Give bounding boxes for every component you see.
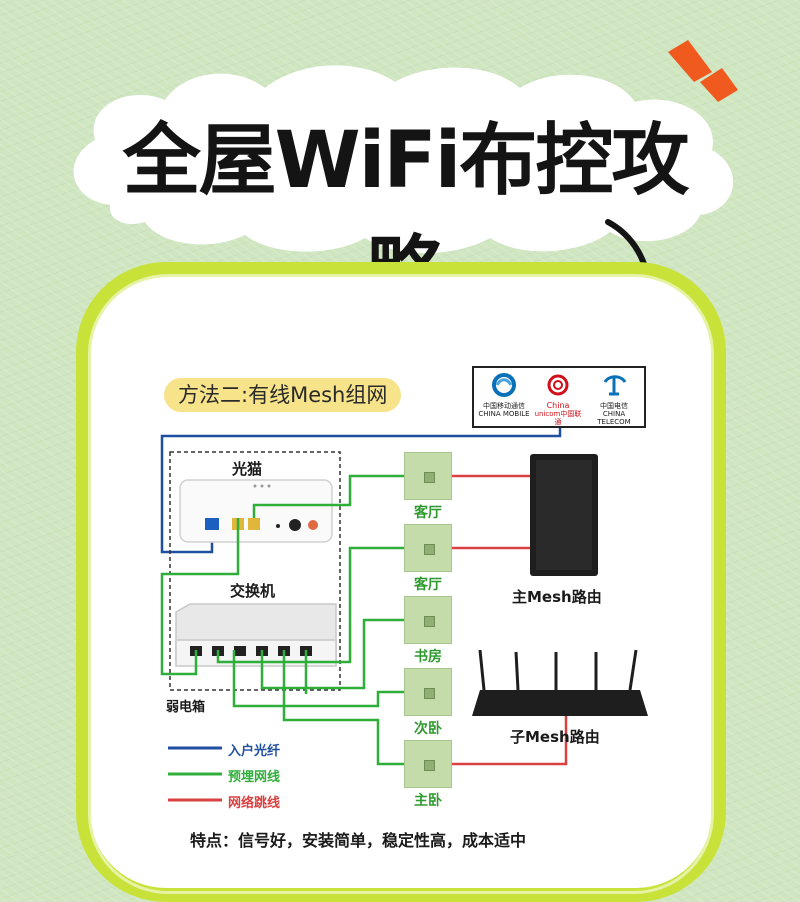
china-mobile-icon: [492, 373, 516, 397]
ethernet-port-icon: [424, 544, 435, 555]
cabinet-label: 弱电箱: [166, 700, 206, 715]
cable-modem-livingroom1: [252, 474, 404, 518]
china-mobile-en: CHINA MOBILE: [478, 410, 530, 418]
china-telecom-logo: 中国电信 CHINA TELECOM: [588, 372, 640, 426]
room-label-bedroom2: 次卧: [414, 721, 442, 737]
accent-mark-2: [700, 68, 738, 102]
legend-label-cable: 预埋网线: [228, 770, 281, 785]
switch-device: [175, 603, 337, 667]
cable-switch-master: [282, 650, 404, 766]
china-mobile-cn: 中国移动通信: [483, 402, 525, 410]
isp-logos: 中国移动通信 CHINA MOBILE China unicom中国联通 中国电…: [472, 366, 646, 428]
patch-cables: [452, 474, 568, 766]
china-unicom-icon: [547, 374, 569, 396]
wall-panel-livingroom-2: [404, 524, 452, 572]
room-label-master: 主卧: [414, 793, 442, 809]
main-mesh-router: [530, 454, 598, 576]
ethernet-port-icon: [424, 616, 435, 627]
cable-modem-switch: [160, 518, 240, 676]
accent-mark-1: [668, 40, 712, 82]
sub-mesh-router: [472, 649, 648, 716]
china-telecom-icon: [603, 375, 627, 396]
patch-master-sub: [452, 714, 568, 766]
wall-panel-bedroom2: [404, 668, 452, 716]
cable-switch-bedroom2: [232, 650, 404, 708]
china-telecom-en: CHINA TELECOM: [597, 410, 631, 426]
room-label-livingroom-2: 客厅: [414, 577, 442, 593]
wall-panel-livingroom-1: [404, 452, 452, 500]
ethernet-port-icon: [424, 760, 435, 771]
china-mobile-logo: 中国移动通信 CHINA MOBILE: [478, 372, 530, 426]
main-router-label: 主Mesh路由: [512, 588, 602, 606]
china-telecom-cn: 中国电信: [600, 402, 628, 410]
feature-summary: 特点：信号好，安装简单，稳定性高，成本适中: [190, 831, 527, 850]
preinstalled-cables: [160, 474, 404, 766]
wall-panel-study: [404, 596, 452, 644]
switch-label: 交换机: [230, 582, 276, 600]
room-label-livingroom-1: 客厅: [414, 505, 442, 521]
method-label: 方法二:有线Mesh组网: [164, 378, 402, 412]
room-label-study: 书房: [414, 649, 442, 665]
wall-panel-master: [404, 740, 452, 788]
cable-switch-livingroom2: [216, 546, 404, 664]
modem-label: 光猫: [232, 460, 263, 478]
fiber-line: [160, 428, 562, 554]
ethernet-port-icon: [424, 688, 435, 699]
cable-switch-study: [260, 618, 404, 690]
sub-router-label: 子Mesh路由: [510, 728, 600, 746]
legend-label-patch: 网络跳线: [228, 796, 281, 811]
ethernet-port-icon: [424, 472, 435, 483]
cabinet-box: [169, 451, 341, 691]
wiring-diagram: [160, 428, 648, 802]
legend-label-fiber: 入户光纤: [228, 744, 281, 759]
china-unicom-line2: unicom中国联通: [534, 410, 582, 426]
modem-device: [179, 479, 333, 543]
china-unicom-line1: China: [546, 401, 570, 410]
china-unicom-logo: China unicom中国联通: [532, 372, 584, 426]
